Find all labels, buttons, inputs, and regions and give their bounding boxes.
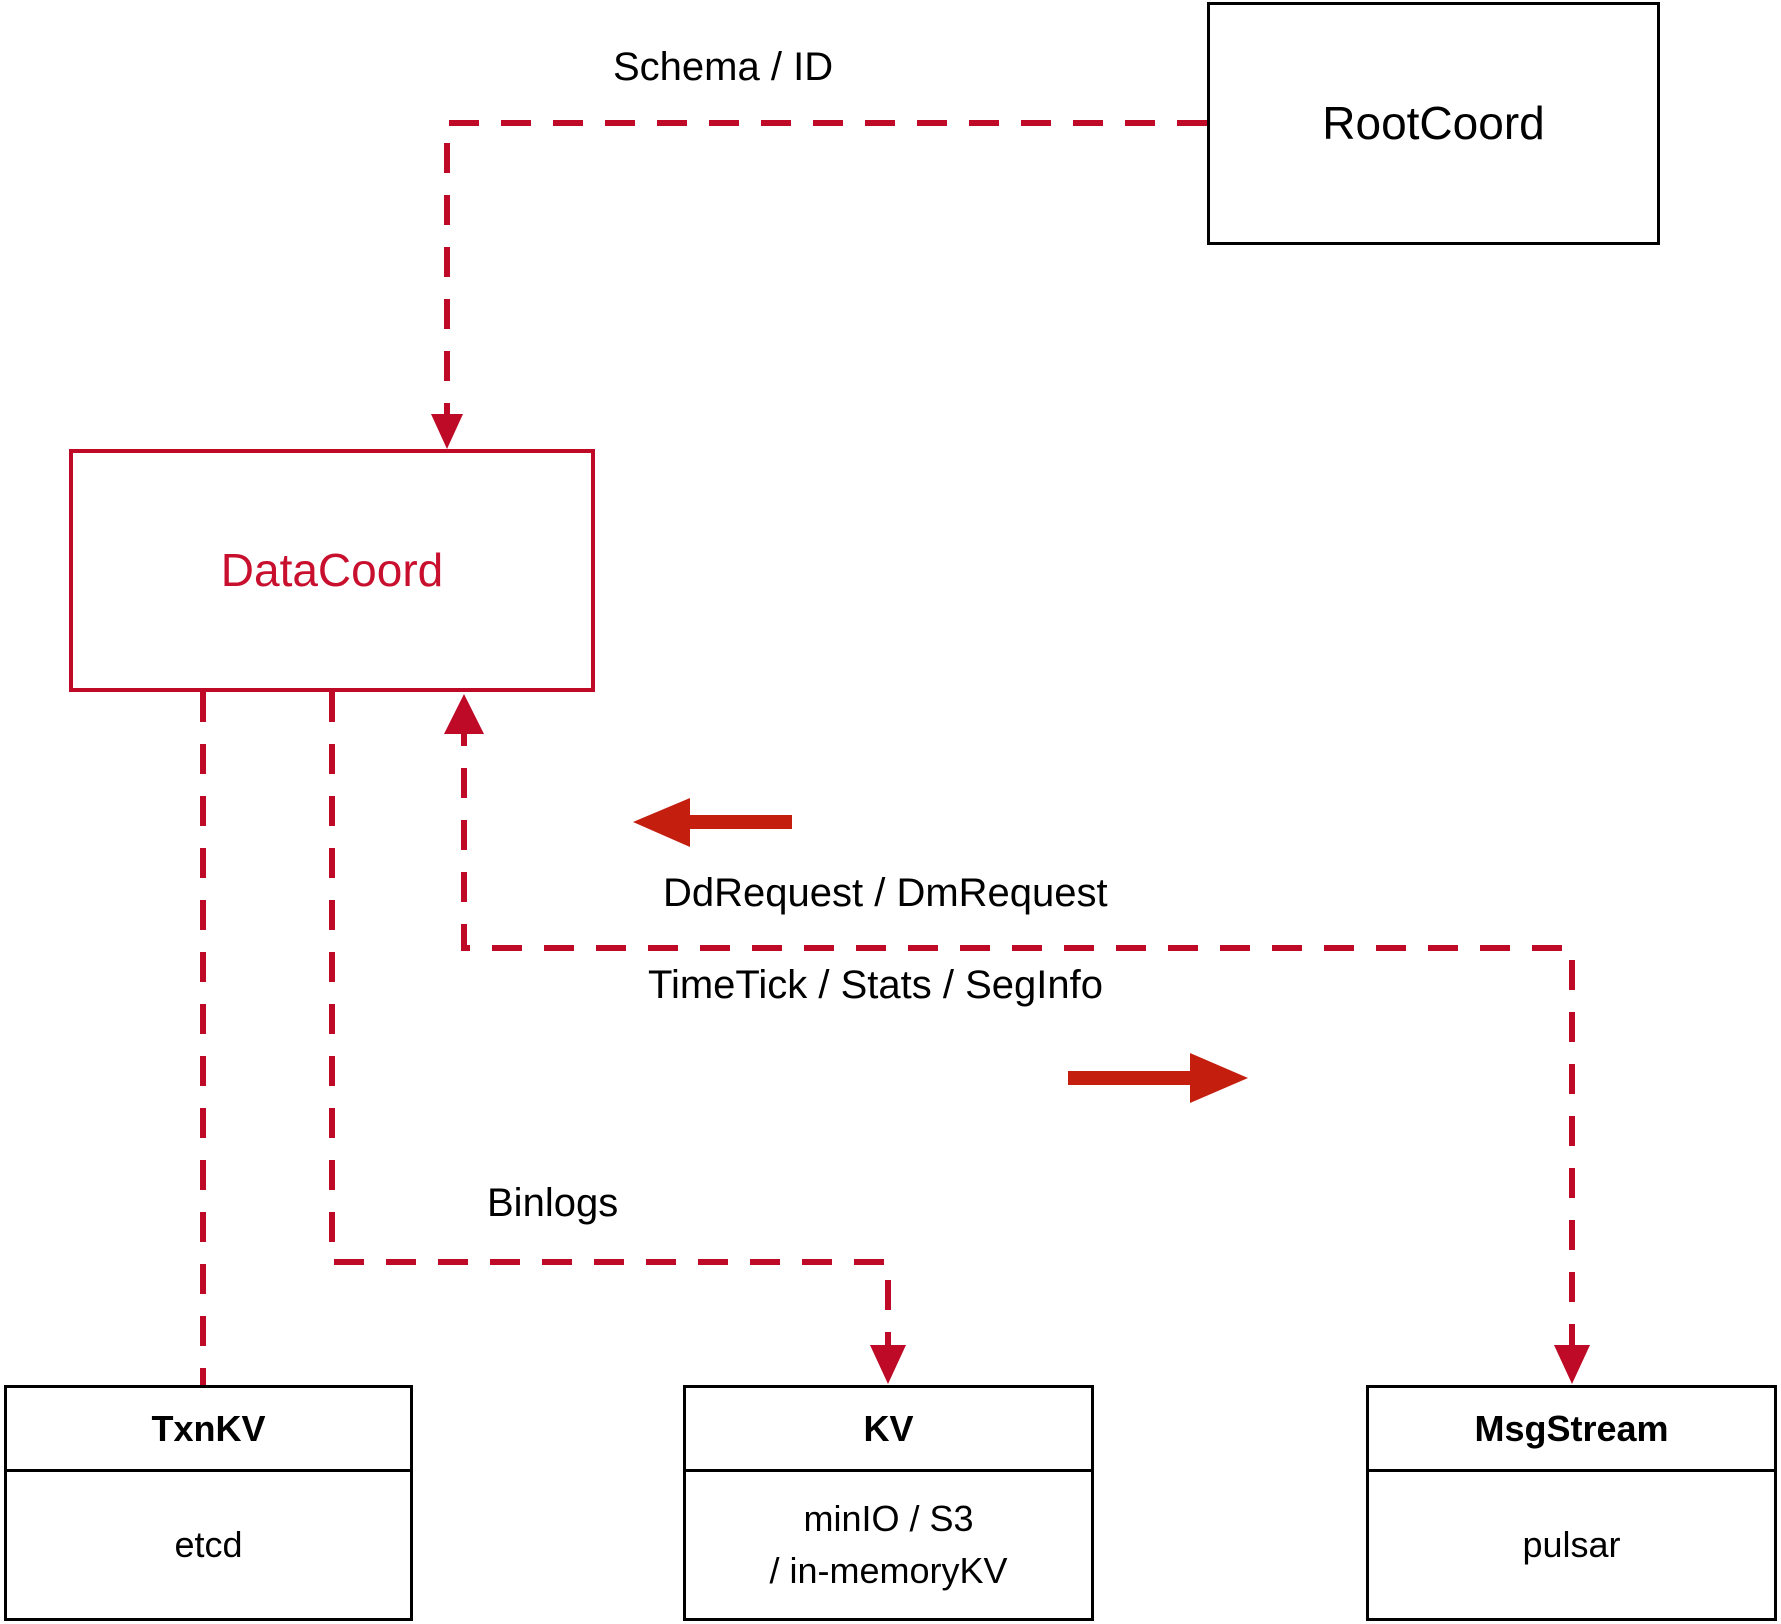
direction-arrow-left (633, 798, 792, 847)
node-datacoord[interactable]: DataCoord (69, 449, 595, 692)
edge-label-timetick-stats-seginfo: TimeTick / Stats / SegInfo (648, 963, 1103, 1007)
node-txnkv[interactable]: TxnKV etcd (4, 1385, 413, 1621)
node-msgstream-title: MsgStream (1369, 1388, 1774, 1472)
direction-arrow-right (1068, 1053, 1248, 1103)
node-kv-title: KV (686, 1388, 1091, 1472)
node-txnkv-title: TxnKV (7, 1388, 410, 1472)
edge-label-schema-id: Schema / ID (613, 45, 834, 89)
edge-schema-id (431, 120, 1207, 449)
edge-label-dd-dm-request: DdRequest / DmRequest (663, 871, 1108, 915)
node-kv[interactable]: KV minIO / S3 / in-memoryKV (683, 1385, 1094, 1621)
node-kv-detail: minIO / S3 / in-memoryKV (769, 1497, 1008, 1591)
edge-label-binlogs: Binlogs (487, 1181, 619, 1225)
edge-binlogs (329, 692, 906, 1384)
node-datacoord-title: DataCoord (220, 544, 444, 597)
node-rootcoord-title: RootCoord (1322, 97, 1545, 150)
node-msgstream-detail: pulsar (1522, 1523, 1621, 1565)
node-txnkv-detail: etcd (174, 1523, 243, 1565)
edge-msgstream-datacoord (444, 694, 1590, 1384)
node-msgstream[interactable]: MsgStream pulsar (1366, 1385, 1777, 1621)
node-rootcoord[interactable]: RootCoord (1207, 2, 1660, 245)
